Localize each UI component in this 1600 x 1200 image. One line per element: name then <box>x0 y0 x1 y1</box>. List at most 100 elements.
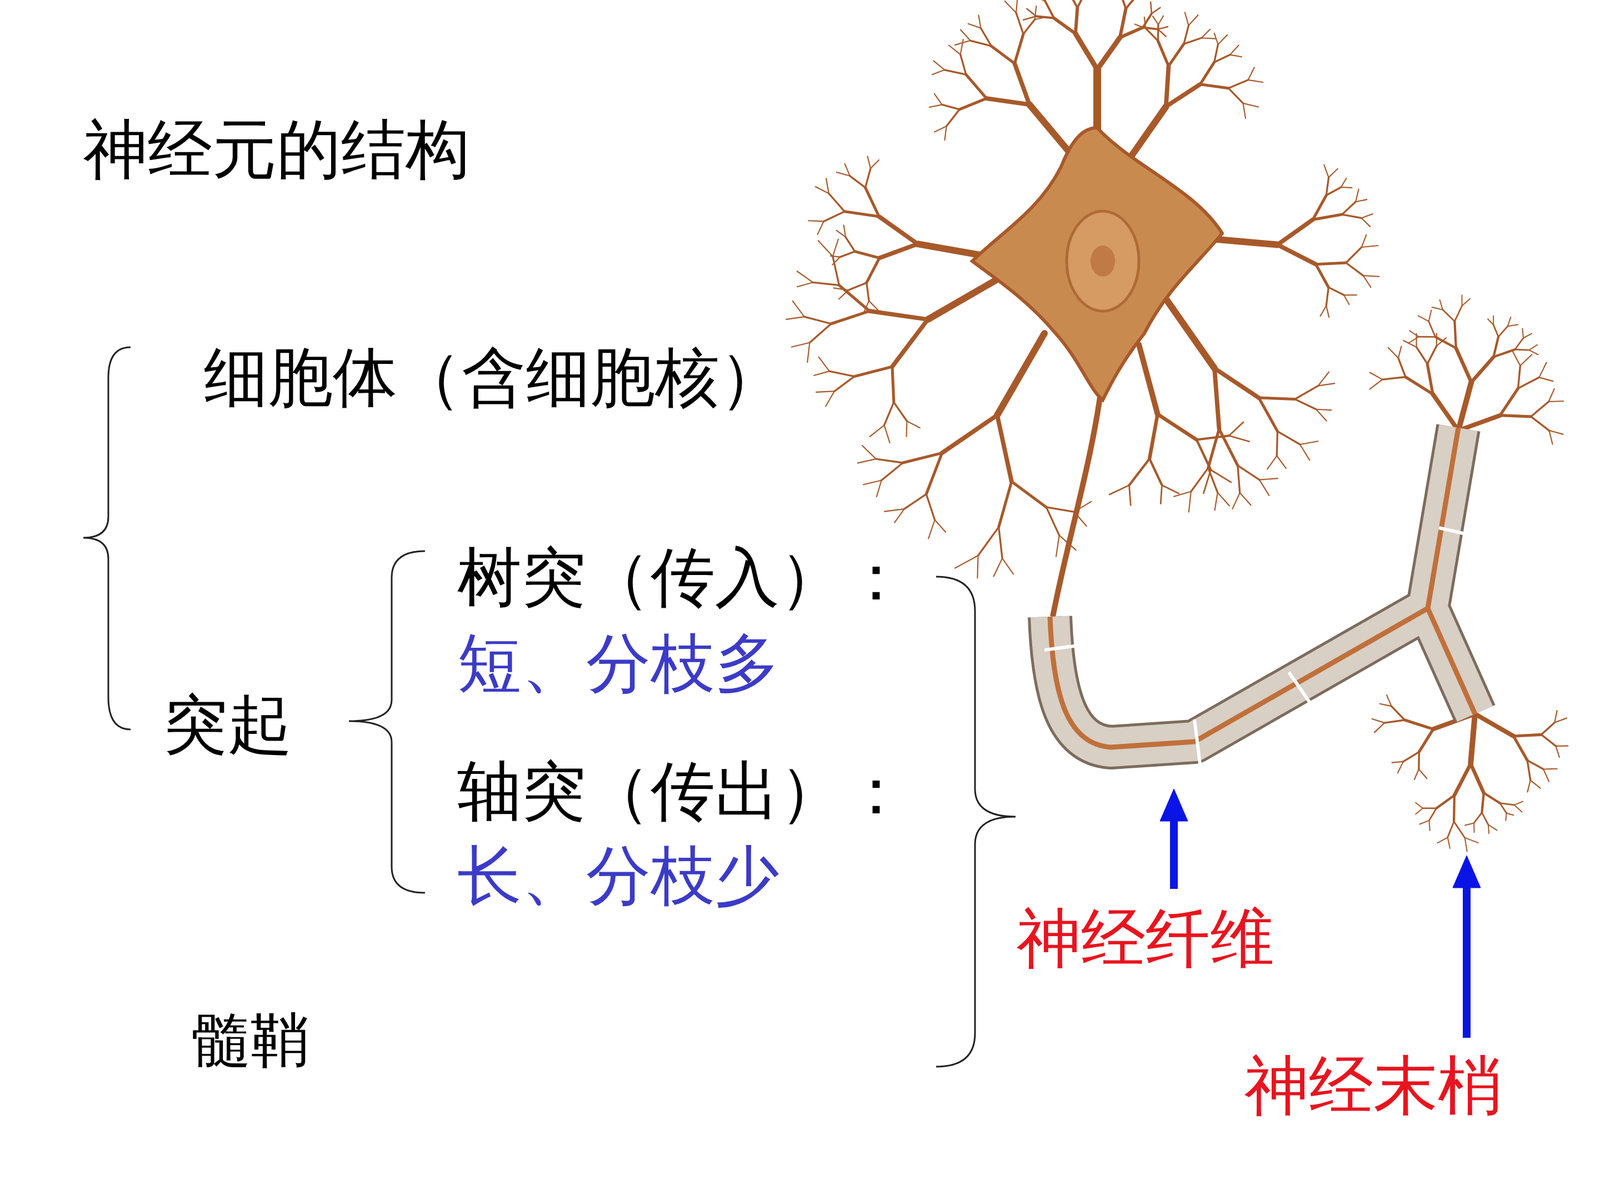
dendrite-stroke <box>934 93 943 105</box>
dendrite-stroke <box>1382 376 1406 380</box>
dendrite-stroke <box>1151 7 1160 14</box>
dendrite-stroke <box>843 225 846 237</box>
dendrite-stroke <box>1183 25 1189 44</box>
dendrite-stroke <box>1415 802 1423 809</box>
dendrite-stroke <box>854 366 893 377</box>
dendrite-stroke <box>1428 321 1436 337</box>
dendrite-stroke <box>870 160 879 169</box>
dendrite-stroke <box>1242 103 1259 108</box>
dendrite-stroke <box>1277 244 1317 264</box>
dendrite-stroke <box>1214 33 1219 45</box>
dendrite-stroke <box>1157 24 1160 41</box>
dendrite-stroke <box>933 60 945 70</box>
dendrite-stroke <box>1218 428 1238 466</box>
dendrite-stroke <box>1228 435 1250 442</box>
dendrite-stroke <box>1492 316 1494 325</box>
dendrite-stroke <box>1228 422 1244 436</box>
dendrite-stroke <box>878 216 918 244</box>
dendrite-stroke <box>1168 43 1184 67</box>
dendrite-stroke <box>1341 178 1347 188</box>
dendrite-stroke <box>1259 480 1270 496</box>
dendrite-stroke <box>1300 441 1318 445</box>
dendrite-stroke <box>1471 357 1494 383</box>
dendrite-stroke <box>876 480 882 497</box>
bracket <box>936 576 1016 1067</box>
dendrite-stroke <box>1210 470 1232 483</box>
dendrite-stroke <box>1500 415 1532 417</box>
dendrite-stroke <box>1188 491 1192 513</box>
dendrite-stroke <box>1493 325 1499 338</box>
dendrite-stroke <box>966 74 987 99</box>
dendrite-stroke <box>1157 26 1168 30</box>
feature-note: 短、分枝多 <box>457 627 780 699</box>
dendrite-stroke <box>1498 326 1508 337</box>
dendrite-stroke <box>1045 0 1047 2</box>
dendrite-stroke <box>1397 761 1404 773</box>
dendrite-stroke <box>1157 29 1166 37</box>
dendrite-stroke <box>1427 363 1433 395</box>
dendrite-stroke <box>870 425 885 437</box>
axon <box>1052 397 1100 617</box>
dendrite-stroke <box>1522 328 1524 338</box>
dendrite-stroke <box>1328 287 1344 295</box>
dendrite-stroke <box>1531 401 1549 417</box>
dendrite-stroke <box>1386 695 1392 707</box>
dendrite-stroke <box>977 555 978 578</box>
dendrite-stroke <box>850 176 866 188</box>
dendrite-stroke <box>844 211 879 217</box>
dendrite-stroke <box>1465 837 1479 843</box>
dendrite-stroke <box>1363 275 1379 277</box>
dendrite-stroke <box>1398 346 1402 358</box>
dendrite-stroke <box>845 237 855 252</box>
dendrite-stroke <box>869 311 928 320</box>
dendrite-stroke <box>1201 37 1216 39</box>
dendrite-stroke <box>1183 37 1202 44</box>
dendrite-stroke <box>836 172 850 177</box>
dendrite-stroke <box>1312 214 1342 220</box>
dendrite-stroke <box>1035 6 1037 20</box>
dendrite-stroke <box>1427 346 1437 364</box>
dendrite-stroke <box>857 458 877 463</box>
dendrite-stroke <box>1404 720 1433 729</box>
dendrite-stroke <box>1144 17 1146 29</box>
dendrite-stroke <box>1488 825 1489 834</box>
dendrite-stroke <box>1328 168 1338 178</box>
part-name: 树突（传入）： <box>457 541 909 613</box>
dendrite-stroke <box>1500 803 1507 814</box>
dendrite-stroke <box>1456 348 1472 383</box>
brackets <box>83 347 1016 1067</box>
dendrite-stroke <box>1075 33 1098 70</box>
dendrite-stroke <box>1200 84 1229 89</box>
dendrite-stroke <box>1120 0 1127 9</box>
dendrite-stroke <box>1465 822 1474 825</box>
dendrite-stroke <box>1211 238 1278 245</box>
dendrite-stroke <box>1120 27 1143 38</box>
dendrite-stroke <box>1428 808 1437 821</box>
dendrite-stroke <box>1440 300 1443 310</box>
title: 神经元的结构 <box>83 113 470 185</box>
dendrite-stroke <box>1414 768 1419 780</box>
dendrite-stroke <box>1014 63 1030 105</box>
dendrite-stroke <box>928 520 935 539</box>
dendrite-stroke <box>1343 294 1357 296</box>
dendrite-stroke <box>1435 336 1457 348</box>
dendrite-stroke <box>1120 8 1127 38</box>
dendrite-stroke <box>1415 808 1423 815</box>
dendrite-stroke <box>1016 0 1018 13</box>
dendrite-stroke <box>1342 201 1357 215</box>
callout-label: 神经末梢 <box>1244 1050 1503 1122</box>
dendrite-stroke <box>1128 458 1150 486</box>
dendrite-stroke <box>1370 379 1383 389</box>
dendrite-stroke <box>1316 409 1327 422</box>
dendrite-stroke <box>1214 368 1259 398</box>
dendrite-stroke <box>1326 177 1329 195</box>
dendrite-stroke <box>1247 67 1254 80</box>
callout-label: 神经纤维 <box>1016 902 1275 974</box>
dendrite-stroke <box>959 98 987 110</box>
dendrite-stroke <box>1454 763 1471 796</box>
dendrite-stroke <box>1372 718 1385 723</box>
dendrite-stroke <box>1554 718 1567 723</box>
dendrite-stroke <box>1093 69 1102 131</box>
dendrite-stroke <box>1046 507 1074 512</box>
dendrite-stroke <box>1548 430 1553 445</box>
